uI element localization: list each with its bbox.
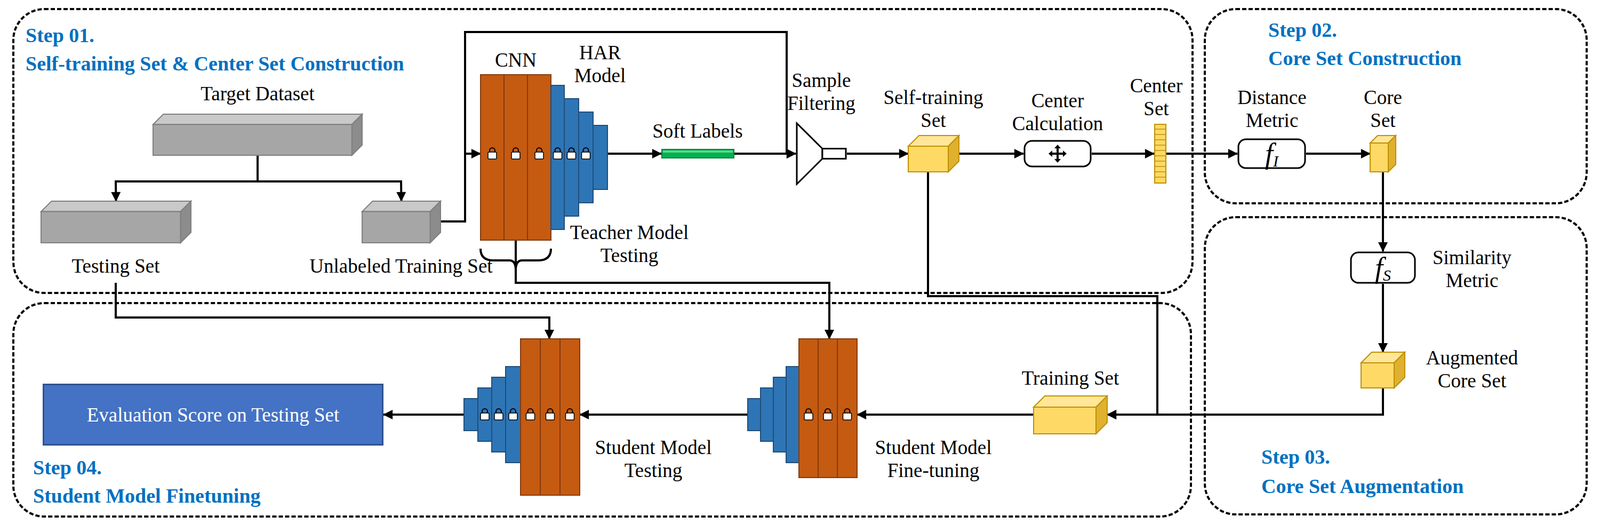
soft-label-bar-shape [661,148,735,159]
data-cube-shape [1370,135,1396,172]
node-label: Center Calculation [996,89,1119,135]
dataset-box-shape [153,114,363,156]
result-box: Evaluation Score on Testing Set [42,383,384,446]
node-label: Distance Metric [1221,86,1323,132]
soft-label-bar: Soft Labels [661,148,735,159]
filter-funnel: Sample Filtering [795,122,847,186]
step-heading: Self-training Set & Center Set Construct… [25,52,405,76]
node-label: Similarity Metric [1418,246,1526,292]
flow-arrow [1306,152,1371,155]
flow-arrow [1091,152,1155,155]
metric-box: Distance MetricfI [1237,138,1307,170]
formula: fS [1349,251,1416,284]
data-cube-shape [908,135,959,172]
dataset-box: Target Dataset [153,114,363,156]
flow-arrow [579,413,748,416]
node-label: Testing Set [72,254,160,278]
node-label: Target Dataset [200,82,315,106]
data-cube: Self-training Set [908,135,959,172]
node-label: HAR Model [568,41,632,87]
flow-arrow [257,155,402,202]
data-cube: Core Set [1370,135,1396,172]
node-label: Core Set [1353,86,1413,132]
metric-symbol: f [1265,139,1274,168]
step-heading: Step 03. [1261,445,1331,469]
cnn-model-shape [464,338,580,495]
cnn-model: Student Model Fine-tuning [747,338,858,478]
dataset-box-shape [41,201,191,243]
node-label: Unlabeled Training Set [309,254,493,278]
node-label: Sample Filtering [768,69,875,115]
cnn-model: Student Model Testing [464,338,580,495]
cnn-model-shape [747,338,858,478]
node-label: Augmented Core Set [1410,346,1534,392]
cnn-model-shape [480,74,608,240]
data-cube-shape [1361,352,1405,388]
flow-arrow [958,152,1024,155]
dataset-box: Unlabeled Training Set [362,201,441,243]
result-label: Evaluation Score on Testing Set [42,383,384,446]
flow-arrow [515,240,830,339]
step-region: Step 02. Core Set ConstructionDistance Me… [1203,8,1588,205]
flow-arrow [440,153,481,222]
flow-arrow [383,413,464,416]
dataset-box: Testing Set [41,201,191,283]
metric-symbol: f [1374,253,1383,283]
step-region: Step 01. Self-training Set & Center Set C… [12,8,1194,294]
data-cube: Training Set [1033,395,1108,434]
flow-arrow [857,413,1034,416]
flow-arrow [115,282,550,339]
node-label: CNN [494,49,537,72]
flow-arrow [1107,387,1383,415]
step-heading: Core Set Construction [1268,46,1462,71]
flow-arrow [115,155,258,202]
step-region: Step 03.Core Set AugmentationfSSimilarit… [1203,216,1588,516]
data-cube-shape [1033,395,1108,434]
process-box-shape [1023,139,1092,168]
flow-arrow [1381,283,1384,352]
dataset-box-shape [362,201,441,243]
node-label: Soft Labels [652,120,743,143]
step-heading: Step 01. [25,24,95,48]
flow-arrow [1381,171,1384,252]
node-label: Center Set [1121,74,1191,120]
process-box: Center Calculation [1023,139,1092,168]
step-heading: Step 04. [33,456,102,480]
step-region: Step 04. Student Model Finetuning Evaluati… [12,301,1192,518]
step-heading: Core Set Augmentation [1261,474,1464,499]
formula: fI [1237,138,1307,170]
cnn-model: CNNHAR ModelTeacher Model Testing [480,74,608,240]
flow-arrow [1166,152,1238,155]
center-set-bar-shape [1154,123,1167,184]
center-set-bar: Center Set [1154,123,1167,184]
step-heading: Step 02. [1268,18,1338,43]
node-label: Self-training Set [874,86,992,132]
node-label: Student Model Fine-tuning [864,436,1003,482]
filter-funnel-shape [795,122,847,186]
metric-subscript: I [1273,153,1279,170]
data-cube: Augmented Core Set [1361,352,1405,388]
flow-arrow [734,152,796,155]
metric-box: fSSimilarity Metric [1349,251,1416,284]
flow-arrow [607,152,662,155]
node-label: Training Set [1021,366,1120,390]
flow-arrow [846,152,909,155]
node-label: Student Model Testing [584,436,723,482]
metric-subscript: S [1382,267,1391,284]
node-label: Teacher Model Testing [560,221,699,267]
step-heading: Student Model Finetuning [33,484,261,508]
